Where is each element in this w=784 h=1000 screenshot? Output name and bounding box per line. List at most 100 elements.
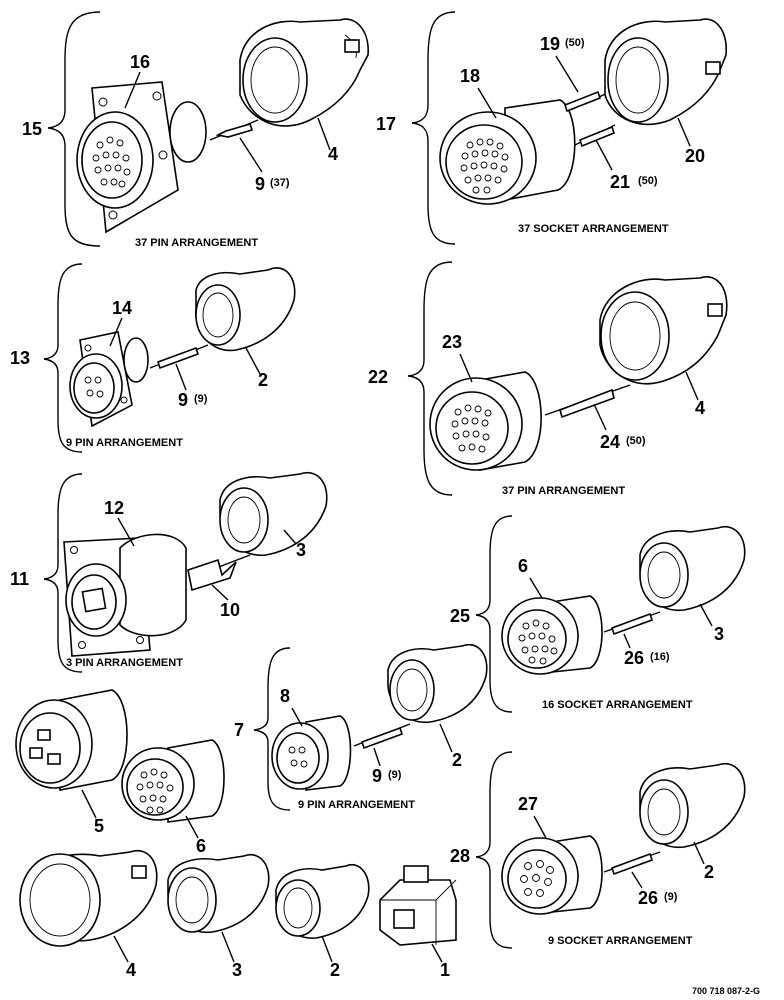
leader-14 xyxy=(109,317,123,347)
group-28-number: 28 xyxy=(450,846,470,866)
flange-hole xyxy=(70,546,78,554)
group-22-caption: 37 PIN ARRANGEMENT xyxy=(502,485,625,497)
callout-9: 9 xyxy=(372,766,382,786)
leader-2 xyxy=(693,841,705,865)
callout-16: 16 xyxy=(130,52,150,72)
group-17-caption: 37 SOCKET ARRANGEMENT xyxy=(518,223,669,235)
callout-8: 8 xyxy=(280,686,290,706)
group-7-number: 7 xyxy=(234,720,244,740)
callout-12: 12 xyxy=(104,498,124,518)
socket-contact xyxy=(610,852,654,876)
receptacle-face xyxy=(276,732,320,784)
cable-clamp-screw xyxy=(707,303,723,317)
leader-27 xyxy=(533,815,547,839)
backshell-thread xyxy=(647,788,681,836)
flange-hole xyxy=(120,396,128,404)
receptacle-face xyxy=(73,362,115,414)
loose-part-2: 2 xyxy=(275,863,370,980)
leader-6 xyxy=(529,577,543,599)
leader-5 xyxy=(81,789,97,819)
leader-20 xyxy=(677,117,691,147)
callout-9-qty: (9) xyxy=(388,769,402,781)
pin xyxy=(86,389,94,397)
leader-9 xyxy=(373,747,381,767)
backshell-thread xyxy=(396,668,428,712)
group-13-caption: 9 PIN ARRANGEMENT xyxy=(66,437,183,449)
pin xyxy=(84,376,92,384)
receptacle-rear-shell xyxy=(169,101,207,163)
pin-contact xyxy=(559,388,615,419)
group-22-brace xyxy=(407,261,453,496)
callout-3: 3 xyxy=(714,624,724,644)
plug-face xyxy=(19,712,81,784)
callout-3: 3 xyxy=(232,960,242,980)
cable-clamp-screw xyxy=(705,61,721,75)
callout-3: 3 xyxy=(296,540,306,560)
group-15-caption: 37 PIN ARRANGEMENT xyxy=(135,237,258,249)
leader-26 xyxy=(631,871,643,889)
group-17-brace xyxy=(411,11,456,245)
group-13-brace xyxy=(43,263,83,453)
callout-20: 20 xyxy=(685,146,705,166)
group-28-caption: 9 SOCKET ARRANGEMENT xyxy=(548,935,693,947)
group-28-brace xyxy=(475,751,513,949)
loose-part-1: 1 xyxy=(379,865,457,980)
loose-part-3: 3 xyxy=(167,853,270,980)
group-13-number: 13 xyxy=(10,348,30,368)
pin-pattern xyxy=(92,136,131,188)
callout-2: 2 xyxy=(330,960,340,980)
flange-hole xyxy=(78,641,86,649)
backshell-thread xyxy=(29,863,91,937)
socket-contact xyxy=(610,612,654,636)
callout-9-qty: (37) xyxy=(270,177,290,189)
pin xyxy=(290,759,298,767)
plug-face xyxy=(507,849,567,909)
group-15-number: 15 xyxy=(22,119,42,139)
group-7-caption: 9 PIN ARRANGEMENT xyxy=(298,799,415,811)
leader-3 xyxy=(283,529,297,545)
flange-hole xyxy=(108,210,118,220)
figure-id: 700 718 087-2-G xyxy=(692,986,760,996)
socket-pattern xyxy=(460,138,509,194)
backshell-opening xyxy=(607,37,669,123)
group-25-number: 25 xyxy=(450,606,470,626)
callout-24: 24 xyxy=(600,432,620,452)
callout-26-qty: (16) xyxy=(650,651,670,663)
block-tab xyxy=(403,865,429,883)
callout-4: 4 xyxy=(695,398,705,418)
plug-face xyxy=(126,758,184,816)
backshell-opening xyxy=(242,37,308,123)
leader-21 xyxy=(595,139,613,171)
socket-pattern xyxy=(518,619,558,665)
socket-contact xyxy=(579,125,615,148)
callout-10: 10 xyxy=(220,600,240,620)
callout-4: 4 xyxy=(126,960,136,980)
group-17: 17 18 19 (50) 20 21 (50) 37 SOCK xyxy=(376,11,727,245)
group-15: 15 16 4 9 (37) 37 PIN ARRANGEMEN xyxy=(22,11,369,249)
callout-27: 27 xyxy=(518,794,538,814)
callout-4: 4 xyxy=(328,144,338,164)
callout-9: 9 xyxy=(178,390,188,410)
leader-16 xyxy=(124,71,141,109)
leader-12 xyxy=(117,517,135,547)
square-socket xyxy=(37,729,51,741)
leader-26 xyxy=(623,633,631,649)
backshell-opening xyxy=(19,853,101,947)
callout-23: 23 xyxy=(442,332,462,352)
group-11-number: 11 xyxy=(10,569,29,589)
backshell-thread xyxy=(615,46,661,114)
pin xyxy=(288,746,296,754)
callout-19-qty: (50) xyxy=(565,37,585,49)
cable-clamp-screw xyxy=(131,865,147,879)
socket-pattern xyxy=(520,860,554,897)
backshell-opening xyxy=(600,291,670,381)
group-7-brace xyxy=(253,647,291,811)
cable-clamp-screw xyxy=(344,39,360,53)
backshell-thread xyxy=(609,301,661,371)
callout-2: 2 xyxy=(452,750,462,770)
group-11-caption: 3 PIN ARRANGEMENT xyxy=(66,657,183,669)
leader-6 xyxy=(185,815,199,839)
leader-3 xyxy=(221,931,235,963)
group-11-brace xyxy=(43,473,83,673)
